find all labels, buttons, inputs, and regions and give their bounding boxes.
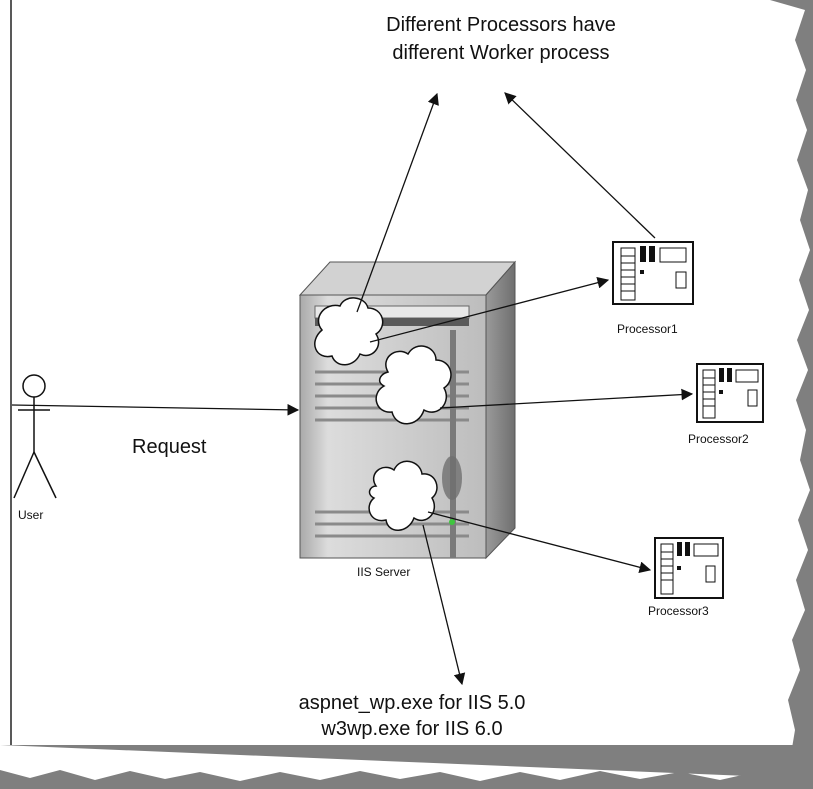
arrow-cloud1-to-processor1 — [369, 276, 610, 343]
page-shadow-right — [770, 0, 813, 760]
processor2-label: Processor2 — [688, 432, 749, 446]
worker-cloud-3 — [368, 460, 438, 531]
processor1-label: Processor1 — [617, 322, 678, 336]
request-arrow — [11, 403, 300, 416]
processor3-icon — [654, 537, 724, 599]
bottom-line-1: aspnet_wp.exe for IIS 5.0 — [298, 692, 526, 714]
processor2-icon — [696, 363, 764, 423]
iis-server-label: IIS Server — [357, 565, 411, 579]
arrow-cloud2-to-processor2 — [439, 388, 694, 409]
arrow-cloud3-to-processor3 — [427, 511, 652, 573]
arrow-processor1-to-title — [504, 92, 656, 239]
user-label: User — [18, 508, 44, 522]
title-line-1: Different Processors have — [386, 14, 616, 36]
processor3-label: Processor3 — [648, 604, 709, 618]
user-stick-figure-icon — [13, 374, 57, 499]
worker-cloud-1 — [314, 297, 384, 366]
led-indicator — [449, 519, 455, 525]
page-shadow-bottom — [0, 745, 813, 789]
processor1-icon — [612, 241, 694, 305]
bottom-line-2: w3wp.exe for IIS 6.0 — [321, 718, 503, 740]
arrow-cloud3-to-bottom — [422, 524, 466, 686]
arrow-cloud1-to-title — [356, 92, 439, 313]
title-line-2: different Worker process — [392, 42, 610, 64]
request-label: Request — [132, 436, 207, 458]
